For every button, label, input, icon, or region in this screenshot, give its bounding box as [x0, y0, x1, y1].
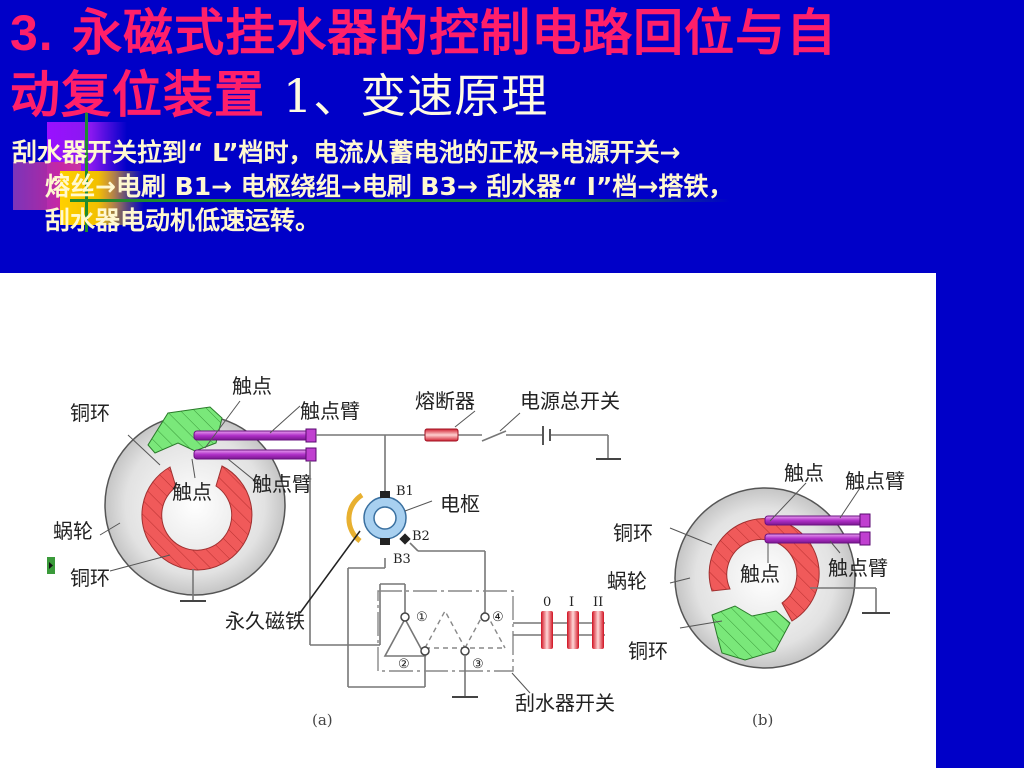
- circuit-wires: [309, 426, 621, 698]
- switch-drums: [541, 611, 604, 649]
- label-gear-I: I: [569, 595, 574, 610]
- label-main-switch: 电源总开关: [520, 389, 620, 413]
- label-b-worm-gear: 蜗轮: [607, 569, 647, 593]
- decorative-horizontal-line: [70, 199, 730, 202]
- title-text-1: 永磁式挂水器的控制电路回位与自: [72, 4, 838, 62]
- label-fuse: 熔断器: [415, 389, 475, 413]
- explanation-line-3: 刮水器电动机低速运转。: [45, 206, 321, 235]
- decorative-yellow-square: [60, 171, 144, 225]
- label-a-contact-arm-top: 触点臂: [300, 399, 360, 423]
- label-switch-pos-4: ④: [492, 610, 504, 625]
- label-a-worm-gear: 蜗轮: [53, 519, 93, 543]
- label-a-copper-ring-bottom: 铜环: [70, 566, 110, 590]
- title-number: 3.: [10, 5, 54, 61]
- label-b-contact-arm-top: 触点臂: [845, 469, 905, 493]
- label-a-contact-center: 触点: [172, 480, 212, 504]
- label-a-contact-arm-mid: 触点臂: [252, 472, 312, 496]
- play-marker-icon: [49, 562, 53, 569]
- slide-title: 3. 永磁式挂水器的控制电路回位与自 动复位装置 1、变速原理: [10, 2, 1010, 127]
- label-armature: 电枢: [440, 492, 480, 516]
- label-brush-b3: B3: [393, 552, 411, 567]
- worm-gear-b: [669, 482, 890, 669]
- label-gear-II: II: [593, 595, 603, 610]
- caption-a: (a): [312, 711, 333, 729]
- permanent-magnet-symbol: [346, 492, 364, 543]
- label-b-contact-center: 触点: [740, 562, 780, 586]
- label-b-contact-arm-mid: 触点臂: [828, 556, 888, 580]
- label-b-copper-ring-top: 铜环: [613, 521, 653, 545]
- worm-gear-a: [99, 400, 317, 602]
- label-switch-pos-1: ①: [416, 610, 428, 625]
- label-brush-b1: B1: [396, 484, 414, 499]
- explanation-line-1: 刮水器开关拉到“ L”档时，电流从蓄电池的正极→电源开关→: [12, 138, 681, 167]
- caption-b: (b): [752, 711, 773, 729]
- title-line-2: 动复位装置 1、变速原理: [10, 64, 1010, 127]
- section-subtitle: 1、变速原理: [283, 69, 549, 123]
- armature-symbol: [299, 491, 433, 614]
- label-a-contact-top: 触点: [232, 374, 272, 398]
- label-b-copper-ring-bottom: 铜环: [628, 639, 668, 663]
- wiper-circuit-figure: 触点 铜环 触点臂 触点 触点臂 蜗轮 铜环: [0, 273, 936, 768]
- explanation-text: 刮水器开关拉到“ L”档时，电流从蓄电池的正极→电源开关→ 熔丝→电刷 B1→ …: [12, 136, 952, 238]
- label-wiper-switch: 刮水器开关: [515, 691, 615, 715]
- label-switch-pos-2: ②: [398, 657, 410, 672]
- label-gear-0: 0: [543, 595, 551, 610]
- label-brush-b2: B2: [412, 529, 430, 544]
- label-switch-pos-3: ③: [472, 657, 484, 672]
- fuse-symbol: [424, 428, 459, 442]
- title-text-2: 动复位装置: [10, 66, 265, 124]
- label-b-contact-top: 触点: [784, 461, 824, 485]
- explanation-line-2: 熔丝→电刷 B1→ 电枢绕组→电刷 B3→ 刮水器“ I”档→搭铁，: [45, 172, 734, 201]
- label-permanent-magnet: 永久磁铁: [225, 609, 305, 633]
- circuit-diagram-svg: 触点 铜环 触点臂 触点 触点臂 蜗轮 铜环: [47, 374, 905, 729]
- decorative-vertical-line: [85, 112, 88, 232]
- title-line-1: 3. 永磁式挂水器的控制电路回位与自: [10, 2, 1010, 64]
- label-a-copper-ring-top: 铜环: [70, 401, 110, 425]
